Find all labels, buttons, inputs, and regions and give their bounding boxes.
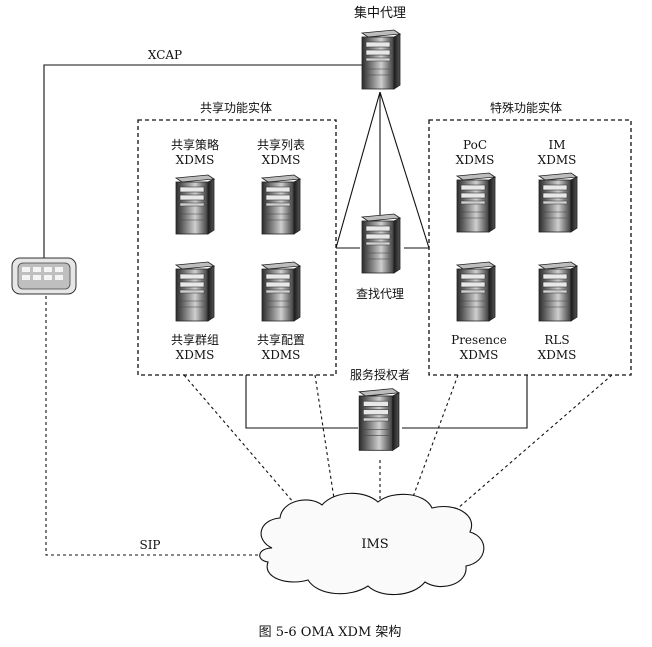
figure-caption: 图 5-6 OMA XDM 架构 — [258, 625, 402, 640]
aggregation-proxy-label: 集中代理 — [353, 6, 406, 21]
shared-profile-server — [261, 261, 301, 322]
special-group-title: 特殊功能实体 — [489, 101, 562, 115]
poc-server — [456, 172, 496, 233]
sip-label: SIP — [139, 538, 161, 552]
auth-to-shared — [245, 375, 358, 429]
shared-policy-server — [175, 174, 215, 235]
ims-cloud — [259, 492, 485, 596]
aggregation-proxy-server — [361, 29, 401, 90]
shared-group-server — [175, 261, 215, 322]
authorization-server — [358, 388, 400, 451]
shared-list-server — [261, 174, 301, 235]
proxy-to-shared — [335, 91, 381, 249]
authorization-server-label: 服务授权者 — [349, 368, 410, 382]
auth-to-special — [402, 375, 528, 429]
xcap-label: XCAP — [147, 48, 183, 62]
terminal-device — [11, 257, 77, 295]
sip-link — [45, 290, 272, 556]
rls-server — [538, 261, 578, 322]
search-proxy-server — [361, 213, 401, 274]
xcap-link — [43, 64, 362, 258]
proxy-to-special — [379, 91, 430, 249]
im-server — [538, 172, 578, 233]
presence-server — [456, 261, 496, 322]
search-proxy-label: 查找代理 — [355, 287, 404, 301]
ims-label: IMS — [361, 537, 389, 552]
shared-group-title: 共享功能实体 — [199, 101, 272, 115]
